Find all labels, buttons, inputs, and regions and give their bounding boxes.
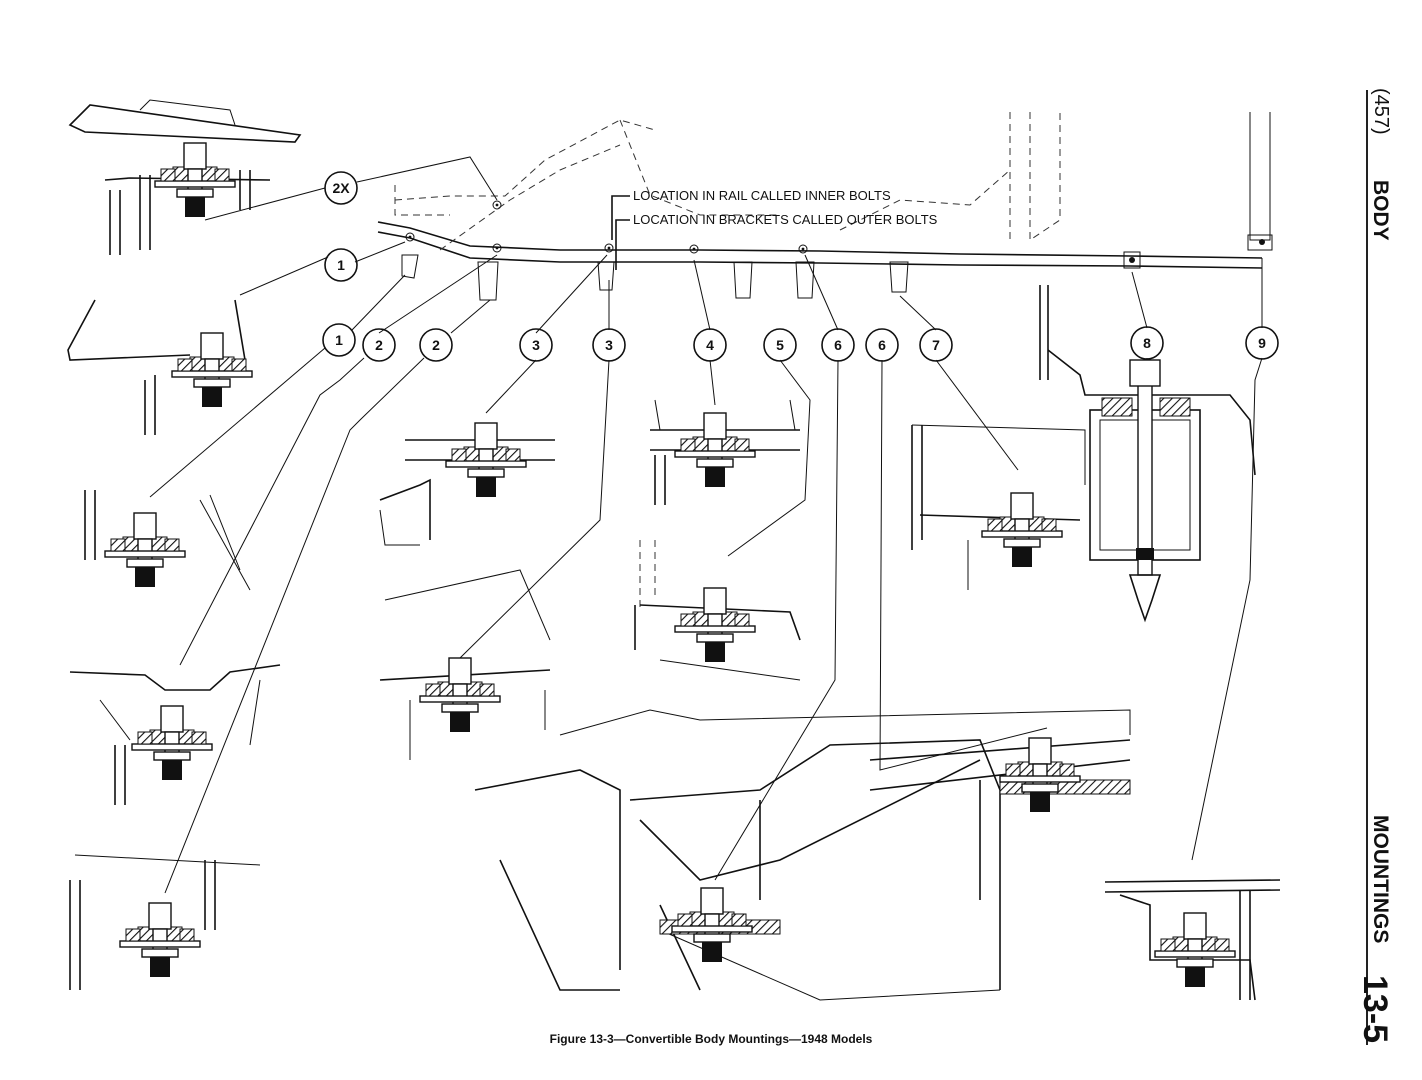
marker-1b: 1 [322,323,356,357]
marker-1a: 1 [324,248,358,282]
svg-text:6: 6 [834,337,842,353]
svg-text:3: 3 [605,337,613,353]
detail-7-section [911,424,1086,590]
detail-6-section [474,709,1131,1001]
leader-lines [149,156,1263,894]
marker-3b: 3 [592,328,626,362]
svg-text:1: 1 [335,332,343,348]
detail-4-section [650,399,800,505]
marker-2b: 2 [419,328,453,362]
detail-8-section [1039,285,1256,623]
detail-3-lower-section [379,569,551,760]
marker-4: 4 [693,328,727,362]
figure-caption: Figure 13-3—Convertible Body Mountings—1… [549,1032,873,1046]
svg-text:7: 7 [932,337,940,353]
bolt-location-callouts: LOCATION IN RAIL CALLED INNER BOLTS LOCA… [611,188,938,270]
detail-2x-section [68,99,302,255]
svg-text:2: 2 [375,337,383,353]
svg-text:5: 5 [776,337,784,353]
marker-7: 7 [919,328,953,362]
detail-2-lower-section [69,854,261,990]
outer-bolts-label: LOCATION IN BRACKETS CALLED OUTER BOLTS [633,212,938,227]
marker-9: 9 [1245,326,1279,360]
marker-2a: 2 [362,328,396,362]
inner-bolts-label: LOCATION IN RAIL CALLED INNER BOLTS [633,188,891,203]
margin-rule [1366,90,1368,1045]
svg-text:6: 6 [878,337,886,353]
svg-text:9: 9 [1258,335,1266,351]
marker-8: 8 [1130,326,1164,360]
marker-5: 5 [763,328,797,362]
marker-2x: 2X [324,171,358,205]
frame-outline [377,112,1273,269]
rail-bolt-points [405,200,1265,263]
svg-text:8: 8 [1143,335,1151,351]
marker-6a: 6 [821,328,855,362]
number-markers: 2X 1 1 2 2 3 3 4 5 6 6 7 8 9 [322,171,1279,362]
detail-2-upper-section [69,664,281,805]
svg-text:2: 2 [432,337,440,353]
frame-brackets [401,251,1141,301]
detail-3-upper-section [379,422,555,546]
svg-text:3: 3 [532,337,540,353]
detail-1-lower-section [84,490,251,591]
detail-5-section [634,540,801,681]
detail-9-section [1104,879,1281,1001]
svg-text:1: 1 [337,257,345,273]
svg-text:4: 4 [706,337,714,353]
marker-6b: 6 [865,328,899,362]
marker-3a: 3 [519,328,553,362]
detail-1-upper-section [67,299,253,435]
svg-text:2X: 2X [332,180,350,196]
